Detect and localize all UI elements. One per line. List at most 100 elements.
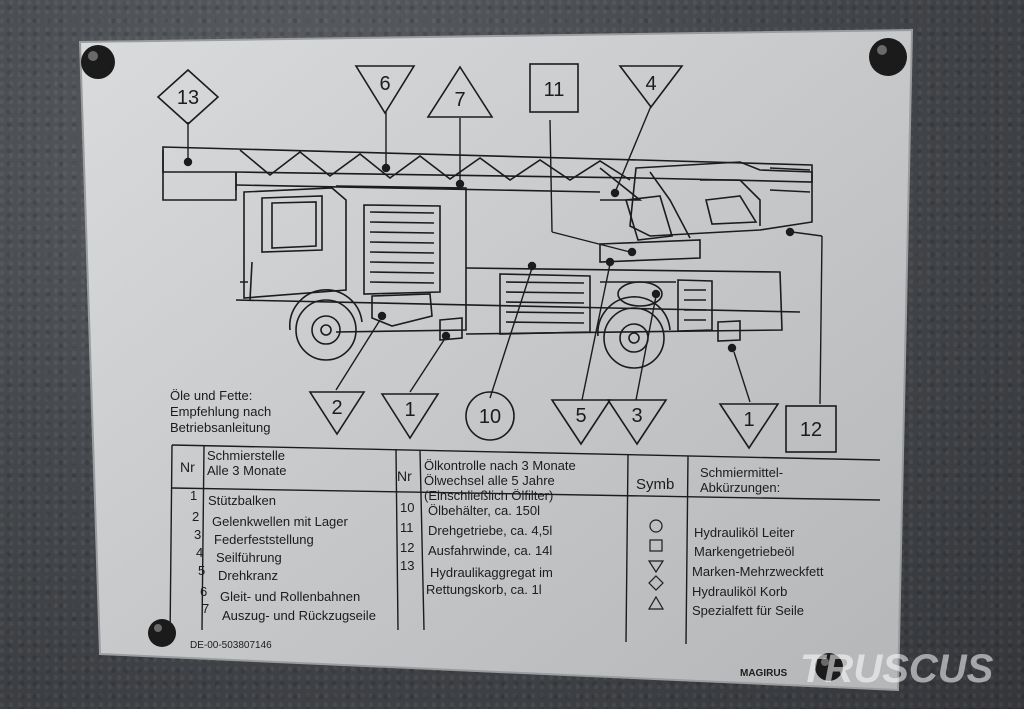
svg-text:3: 3 <box>194 527 201 542</box>
table-row: 1 Stützbalken <box>190 488 276 508</box>
marker-3-label: 3 <box>631 405 642 427</box>
svg-text:Öle und Fette:: Öle und Fette: <box>170 388 252 403</box>
serial-number: DE-00-503807146 <box>190 640 272 651</box>
table-row: 11 Drehgetriebe, ca. 4,5l <box>400 520 552 538</box>
wheels-drawing <box>288 289 671 369</box>
svg-text:Seilführung: Seilführung <box>216 550 282 565</box>
abbr-item: Hydrauliköl Korb <box>692 584 787 599</box>
table-row: 4 Seilführung <box>196 545 282 565</box>
svg-text:Drehgetriebe, ca. 4,5l: Drehgetriebe, ca. 4,5l <box>428 523 552 538</box>
table-row: 10 Ölbehälter, ca. 150l <box>400 500 540 518</box>
table-row: 6 Gleit- und Rollenbahnen <box>200 584 360 604</box>
symb-header: Symb <box>636 476 674 493</box>
rescue-basket-drawing <box>624 161 813 241</box>
table-row: Rettungskorb, ca. 1l <box>426 582 542 597</box>
abbr-item: Hydrauliköl Leiter <box>694 525 795 540</box>
marker-13-diamond <box>156 68 220 126</box>
marker-4-label: 4 <box>645 73 656 95</box>
abbr-header-line1: Schmiermittel- <box>700 465 783 480</box>
marker-1a-triangle <box>380 393 440 440</box>
turntable-drawing <box>599 239 701 263</box>
table-row: 2 Gelenkwellen mit Lager <box>192 509 349 529</box>
abbr-item: Marken-Mehrzweckfett <box>692 564 824 579</box>
svg-text:Empfehlung nach: Empfehlung nach <box>170 404 271 419</box>
svg-text:12: 12 <box>400 540 414 555</box>
marker-6-label: 6 <box>379 73 390 95</box>
table-row: 12 Ausfahrwinde, ca. 14l <box>400 540 552 558</box>
table-row: 3 Federfeststellung <box>194 527 314 547</box>
screw-top-right <box>869 38 907 76</box>
svg-text:Federfeststellung: Federfeststellung <box>214 532 314 547</box>
marker-11-label: 11 <box>544 79 565 101</box>
brand-logo: MAGIRUS <box>740 668 788 679</box>
square-symbol-icon <box>649 539 663 552</box>
abbr-item: Markengetriebeöl <box>694 544 795 559</box>
marker-6-triangle <box>354 65 416 115</box>
marker-10-label: 10 <box>479 406 501 428</box>
marker-1a-label: 1 <box>404 399 415 421</box>
svg-text:10: 10 <box>400 500 414 515</box>
marker-2-label: 2 <box>331 397 342 419</box>
marker-7-triangle <box>426 65 494 118</box>
oil-header-line1: Ölkontrolle nach 3 Monate <box>424 458 576 473</box>
svg-text:Stützbalken: Stützbalken <box>208 493 276 508</box>
leader-lines <box>183 105 823 405</box>
abbreviation-rows: Hydrauliköl Leiter Markengetriebeöl Mark… <box>692 525 824 618</box>
screw-bottom-left <box>148 619 176 647</box>
marker-13-label: 13 <box>177 87 199 109</box>
watermark: TRUSCUS <box>800 647 994 691</box>
svg-text:Gleit- und Rollenbahnen: Gleit- und Rollenbahnen <box>220 589 360 604</box>
svg-text:Drehkranz: Drehkranz <box>218 568 278 583</box>
marker-5-label: 5 <box>575 405 586 427</box>
oils-note: Öle und Fette: Empfehlung nach Betriebsa… <box>170 388 271 435</box>
oil-rows: 10 Ölbehälter, ca. 150l 11 Drehgetriebe, c… <box>400 500 553 597</box>
table-row: 5 Drehkranz <box>198 563 278 583</box>
triangle-up-symbol-icon <box>647 595 665 610</box>
diamond-symbol-icon <box>648 575 664 591</box>
screw-top-left <box>81 45 115 79</box>
svg-text:4: 4 <box>196 545 203 560</box>
svg-text:Ölbehälter, ca. 150l: Ölbehälter, ca. 150l <box>428 503 540 518</box>
marker-3-triangle <box>606 399 668 446</box>
svg-text:6: 6 <box>200 584 207 599</box>
triangle-down-symbol-icon <box>647 560 665 574</box>
oil-header-line3: (Einschließlich Ölfilter) <box>424 488 553 503</box>
svg-text:Ausfahrwinde, ca. 14l: Ausfahrwinde, ca. 14l <box>428 543 552 558</box>
marker-4-triangle <box>618 65 684 109</box>
svg-text:13: 13 <box>400 558 414 573</box>
nr-header: Nr <box>180 459 195 475</box>
grease-header-line2: Alle 3 Monate <box>207 463 287 478</box>
cab-drawing <box>240 187 347 301</box>
svg-text:2: 2 <box>192 509 199 524</box>
grease-header-line1: Schmierstelle <box>207 448 285 463</box>
svg-text:5: 5 <box>198 563 205 578</box>
svg-text:Betriebsanleitung: Betriebsanleitung <box>170 420 270 435</box>
grease-rows: 1 Stützbalken 2 Gelenkwellen mit Lager 3 Fe… <box>190 488 376 623</box>
marker-5-triangle <box>550 399 612 446</box>
nr-header-2: Nr <box>397 468 412 484</box>
marker-10-circle <box>465 391 515 441</box>
metal-plate <box>78 28 914 692</box>
ladder-drawing <box>162 146 813 201</box>
lubrication-table: Nr Schmierstelle Alle 3 Monate Nr Ölkont… <box>169 444 881 645</box>
truck-body-drawing <box>235 185 801 335</box>
marker-1b-triangle <box>718 403 780 450</box>
marker-12-label: 12 <box>800 419 822 441</box>
oil-header-line2: Ölwechsel alle 5 Jahre <box>424 473 555 488</box>
circle-symbol-icon <box>649 519 663 533</box>
fire-truck-drawing <box>162 146 813 369</box>
svg-text:Gelenkwellen mit Lager: Gelenkwellen mit Lager <box>212 514 349 529</box>
marker-7-label: 7 <box>454 89 465 111</box>
marker-12-square <box>785 405 837 453</box>
marker-1b-label: 1 <box>743 409 754 431</box>
screw-bottom-right <box>815 653 843 681</box>
abbr-item: Spezialfett für Seile <box>692 603 804 618</box>
svg-text:11: 11 <box>400 520 414 535</box>
svg-text:1: 1 <box>190 488 197 503</box>
marker-2-triangle <box>308 391 366 436</box>
abbr-header-line2: Abkürzungen: <box>700 480 780 495</box>
svg-text:Auszug- und Rückzugseile: Auszug- und Rückzugseile <box>222 608 376 623</box>
